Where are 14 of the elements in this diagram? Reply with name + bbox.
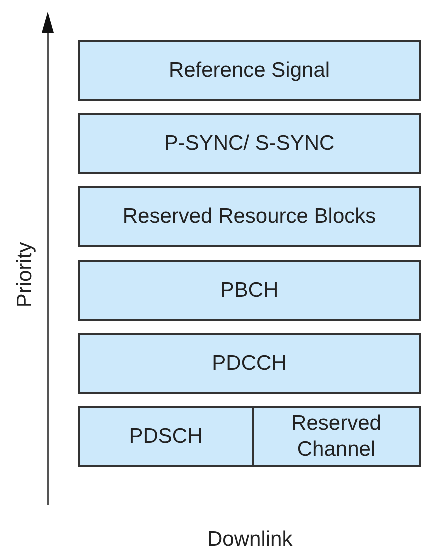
channel-box [78,40,421,101]
channel-name: PBCH [220,278,279,304]
channel-box [78,333,421,394]
channel-box [78,186,421,247]
axis-label: Priority [13,242,38,308]
channel-name: P-SYNC/ S-SYNC [164,130,335,156]
channel-name: PDCCH [212,350,287,376]
channel-name: Reference Signal [168,58,330,84]
channel-name: Reserved Channel [290,411,382,462]
channel-name: Reserved Resource Blocks [122,204,376,230]
channel-box [78,113,421,174]
axis-label: Downlink [208,528,293,552]
channel-name: PDSCH [129,424,203,450]
channel-box [78,260,421,321]
